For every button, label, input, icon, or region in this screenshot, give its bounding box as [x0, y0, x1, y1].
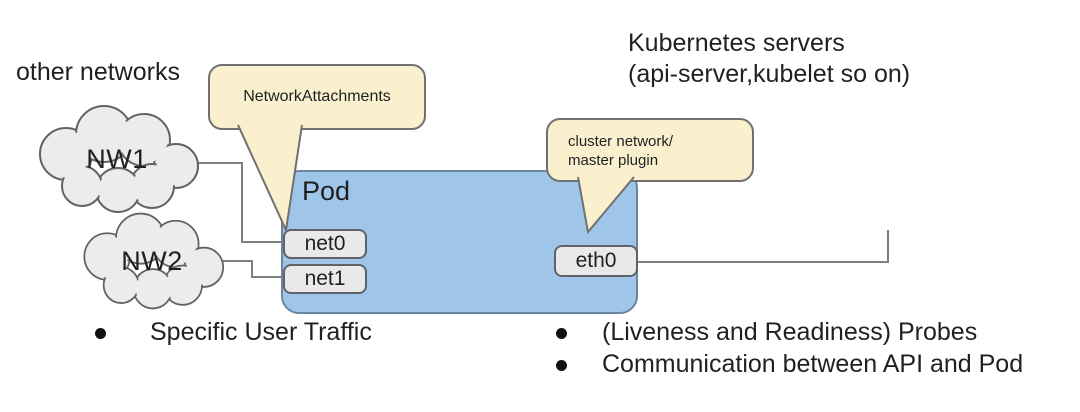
bullet-icon	[95, 328, 106, 339]
bullet-specific-user-traffic: Specific User Traffic	[95, 318, 372, 347]
bullet-icon	[556, 328, 567, 339]
cloud-icon	[83, 212, 225, 310]
other-networks-label: other networks	[16, 58, 180, 86]
line-eth0-to-servers	[638, 230, 889, 263]
bullet-icon	[556, 360, 567, 371]
callout-network-attachments-tail	[237, 124, 303, 234]
callout-cluster-network-line2: master plugin	[568, 152, 659, 169]
cloud-nw1: NW1	[26, 102, 208, 216]
cloud-nw2: NW2	[72, 210, 232, 312]
bullet-communication: Communication between API and Pod	[556, 350, 1023, 379]
interface-net1-label: net1	[304, 267, 346, 290]
callout-cluster-network: cluster network/ master plugin	[546, 118, 754, 182]
interface-net1: net1	[283, 264, 367, 294]
bullet-right-text-1: (Liveness and Readiness) Probes	[602, 318, 978, 346]
bullet-left-text: Specific User Traffic	[150, 318, 372, 346]
cloud-icon	[39, 105, 199, 213]
pod-label: Pod	[302, 176, 351, 206]
bullet-right-text-2: Communication between API and Pod	[602, 350, 1024, 378]
bullet-probes: (Liveness and Readiness) Probes	[556, 318, 977, 347]
callout-network-attachments: NetworkAttachments	[208, 64, 426, 130]
callout-cluster-network-tail	[577, 176, 635, 235]
interface-eth0: eth0	[554, 245, 638, 277]
callout-cluster-network-line1: cluster network/	[568, 133, 674, 150]
interface-net0: net0	[283, 229, 367, 259]
cloud-nw2-label: NW2	[121, 245, 183, 276]
interface-eth0-label: eth0	[575, 249, 617, 272]
cloud-nw1-label: NW1	[86, 143, 148, 174]
line-nw1-to-net0	[190, 162, 284, 243]
kubernetes-servers-label: Kubernetes servers (api-server,kubelet s…	[628, 28, 910, 90]
kubernetes-servers-line1: Kubernetes servers	[628, 29, 845, 57]
interface-net0-label: net0	[304, 232, 346, 255]
callout-network-attachments-text: NetworkAttachments	[243, 88, 391, 105]
line-nw2-to-net1	[212, 260, 284, 278]
kubernetes-servers-line2: (api-server,kubelet so on)	[628, 60, 911, 88]
